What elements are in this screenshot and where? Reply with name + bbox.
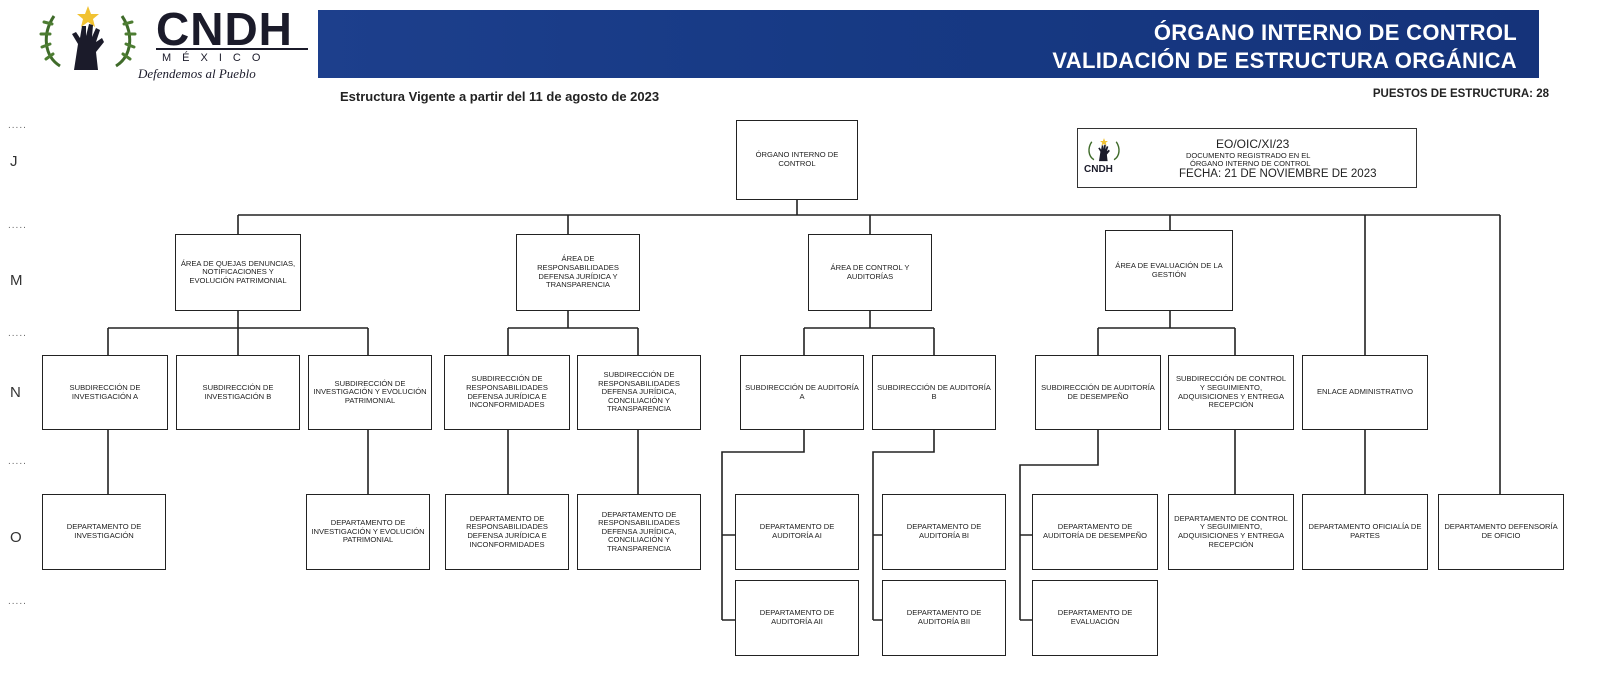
org-node-label: SUBDIRECCIÓN DE AUDITORÍA B	[877, 382, 991, 401]
org-node-label: DEPARTAMENTO DEFENSORÍA DE OFICIO	[1444, 522, 1558, 540]
org-node-label: SUBDIRECCIÓN DE CONTROL Y SEGUIMIENTO, A…	[1175, 374, 1287, 410]
org-node-label: SUBDIRECCIÓN DE INVESTIGACIÓN B	[202, 382, 274, 401]
cndh-logo: CNDH MÉXICO Defendemos al Pueblo	[38, 4, 308, 82]
org-node-label: DEPARTAMENTO DE AUDITORÍA AI	[759, 522, 835, 540]
connector	[872, 430, 935, 621]
org-node-department: DEPARTAMENTO DE RESPONSABILIDADES DEFENS…	[445, 494, 569, 570]
org-node-label: DEPARTAMENTO DE INVESTIGACIÓN	[66, 522, 142, 540]
logo-rule	[156, 48, 308, 50]
org-node-subdirection: SUBDIRECCIÓN DE INVESTIGACIÓN A	[42, 355, 168, 430]
org-node-label: DEPARTAMENTO DE AUDITORÍA DE DESEMPEÑO	[1042, 522, 1148, 540]
connector	[107, 311, 369, 355]
connector	[237, 215, 1501, 494]
org-node-label: DEPARTAMENTO DE AUDITORÍA AII	[759, 608, 835, 626]
org-node-department: DEPARTAMENTO DE INVESTIGACIÓN Y EVOLUCIÓ…	[306, 494, 430, 570]
org-node-department: DEPARTAMENTO DE EVALUACIÓN	[1032, 580, 1158, 656]
org-node-department: DEPARTAMENTO DE AUDITORÍA AII	[735, 580, 859, 656]
level-label-o: O	[10, 529, 22, 546]
org-node-subdirection: SUBDIRECCIÓN DE INVESTIGACIÓN B	[176, 355, 300, 430]
org-node-area: ÁREA DE CONTROL Y AUDITORÍAS	[808, 234, 932, 311]
org-node-root: ÓRGANO INTERNO DE CONTROL	[736, 120, 858, 200]
org-node-subdirection: ENLACE ADMINISTRATIVO	[1302, 355, 1428, 430]
title-banner: ÓRGANO INTERNO DE CONTROL VALIDACIÓN DE …	[318, 10, 1539, 78]
org-node-label: DEPARTAMENTO DE RESPONSABILIDADES DEFENS…	[466, 513, 548, 549]
org-node-subdirection: SUBDIRECCIÓN DE AUDITORÍA A	[740, 355, 864, 430]
org-node-subdirection: SUBDIRECCIÓN DE INVESTIGACIÓN Y EVOLUCIÓ…	[308, 355, 432, 430]
org-node-label: DEPARTAMENTO DE INVESTIGACIÓN Y EVOLUCIÓ…	[311, 518, 425, 545]
org-node-subdirection: SUBDIRECCIÓN DE RESPONSABILIDADES DEFENS…	[577, 355, 701, 430]
cndh-emblem-icon	[1088, 138, 1120, 162]
org-node-department: DEPARTAMENTO DE AUDITORÍA AI	[735, 494, 859, 570]
org-node-label: DEPARTAMENTO DE EVALUACIÓN	[1057, 608, 1133, 626]
org-node-label: DEPARTAMENTO DE CONTROL Y SEGUIMIENTO, A…	[1174, 513, 1288, 549]
org-node-area: ÁREA DE EVALUACIÓN DE LA GESTIÓN	[1105, 230, 1233, 311]
connector	[721, 430, 805, 621]
cndh-emblem-icon	[39, 6, 137, 70]
registration-stamp: CNDH EO/OIC/XI/23 DOCUMENTO REGISTRADO E…	[1077, 128, 1417, 188]
banner-title: ÓRGANO INTERNO DE CONTROL	[1153, 20, 1517, 45]
level-separator: .....	[8, 120, 27, 131]
level-label-n: N	[10, 384, 21, 401]
stamp-logo-text: CNDH	[1084, 164, 1113, 175]
org-node-department: DEPARTAMENTO DE INVESTIGACIÓN	[42, 494, 166, 570]
logo-motto: Defendemos al Pueblo	[138, 66, 256, 81]
org-node-department: DEPARTAMENTO OFICIALÍA DE PARTES	[1302, 494, 1428, 570]
org-node-label: ÁREA DE QUEJAS DENUNCIAS, NOTIFICACIONES…	[180, 258, 296, 285]
org-node-label: ÁREA DE EVALUACIÓN DE LA GESTIÓN	[1115, 260, 1223, 279]
connector	[1097, 311, 1236, 355]
org-node-area: ÁREA DE RESPONSABILIDADES DEFENSA JURÍDI…	[516, 234, 640, 311]
positions-count: PUESTOS DE ESTRUCTURA: 28	[1372, 88, 1549, 100]
org-node-label: SUBDIRECCIÓN DE INVESTIGACIÓN A	[69, 382, 141, 401]
level-label-m: M	[10, 272, 23, 289]
banner-subtitle: VALIDACIÓN DE ESTRUCTURA ORGÁNICA	[1052, 48, 1517, 73]
level-separator: .....	[8, 328, 27, 339]
org-node-department: DEPARTAMENTO DE CONTROL Y SEGUIMIENTO, A…	[1168, 494, 1294, 570]
logo-country: MÉXICO	[162, 52, 272, 64]
connector	[803, 311, 935, 355]
connector	[507, 311, 639, 355]
org-node-area: ÁREA DE QUEJAS DENUNCIAS, NOTIFICACIONES…	[175, 234, 301, 311]
stamp-line: ÓRGANO INTERNO DE CONTROL	[1190, 159, 1311, 168]
org-node-subdirection: SUBDIRECCIÓN DE RESPONSABILIDADES DEFENS…	[444, 355, 570, 430]
org-node-label: SUBDIRECCIÓN DE RESPONSABILIDADES DEFENS…	[466, 374, 548, 410]
org-node-label: DEPARTAMENTO DE AUDITORÍA BII	[906, 608, 982, 626]
stamp-date: FECHA: 21 DE NOVIEMBRE DE 2023	[1179, 168, 1377, 180]
effective-date-note: Estructura Vigente a partir del 11 de ag…	[340, 89, 660, 104]
org-node-label: ÓRGANO INTERNO DE CONTROL	[755, 150, 839, 168]
org-node-label: SUBDIRECCIÓN DE RESPONSABILIDADES DEFENS…	[598, 370, 680, 414]
org-node-subdirection: SUBDIRECCIÓN DE AUDITORÍA B	[872, 355, 996, 430]
org-node-department: DEPARTAMENTO DEFENSORÍA DE OFICIO	[1438, 494, 1564, 570]
logo-wordmark: CNDH	[156, 3, 293, 55]
org-node-subdirection: SUBDIRECCIÓN DE AUDITORÍA DE DESEMPEÑO	[1035, 355, 1161, 430]
level-label-j: J	[10, 153, 18, 170]
org-node-label: DEPARTAMENTO DE RESPONSABILIDADES DEFENS…	[598, 509, 680, 553]
page-header: CNDH MÉXICO Defendemos al Pueblo ÓRGANO …	[0, 0, 1621, 82]
stamp-code: EO/OIC/XI/23	[1216, 137, 1290, 151]
org-node-label: SUBDIRECCIÓN DE AUDITORÍA A	[745, 382, 859, 401]
org-node-label: SUBDIRECCIÓN DE INVESTIGACIÓN Y EVOLUCIÓ…	[313, 378, 427, 405]
org-node-subdirection: SUBDIRECCIÓN DE CONTROL Y SEGUIMIENTO, A…	[1168, 355, 1294, 430]
org-node-department: DEPARTAMENTO DE AUDITORÍA BI	[882, 494, 1006, 570]
org-node-department: DEPARTAMENTO DE AUDITORÍA BII	[882, 580, 1006, 656]
org-node-label: ÁREA DE RESPONSABILIDADES DEFENSA JURÍDI…	[537, 254, 619, 290]
org-node-department: DEPARTAMENTO DE AUDITORÍA DE DESEMPEÑO	[1032, 494, 1158, 570]
org-node-label: ENLACE ADMINISTRATIVO	[1316, 387, 1414, 397]
org-node-label: DEPARTAMENTO DE AUDITORÍA BI	[906, 522, 982, 540]
level-separator: .....	[8, 596, 27, 607]
connector	[1019, 430, 1099, 621]
org-node-department: DEPARTAMENTO DE RESPONSABILIDADES DEFENS…	[577, 494, 701, 570]
org-node-label: DEPARTAMENTO OFICIALÍA DE PARTES	[1308, 522, 1422, 540]
level-separator: .....	[8, 456, 27, 467]
org-node-label: ÁREA DE CONTROL Y AUDITORÍAS	[830, 262, 910, 281]
org-node-label: SUBDIRECCIÓN DE AUDITORÍA DE DESEMPEÑO	[1041, 382, 1155, 401]
stamp-line: DOCUMENTO REGISTRADO EN EL	[1186, 151, 1311, 160]
level-separator: .....	[8, 220, 27, 231]
